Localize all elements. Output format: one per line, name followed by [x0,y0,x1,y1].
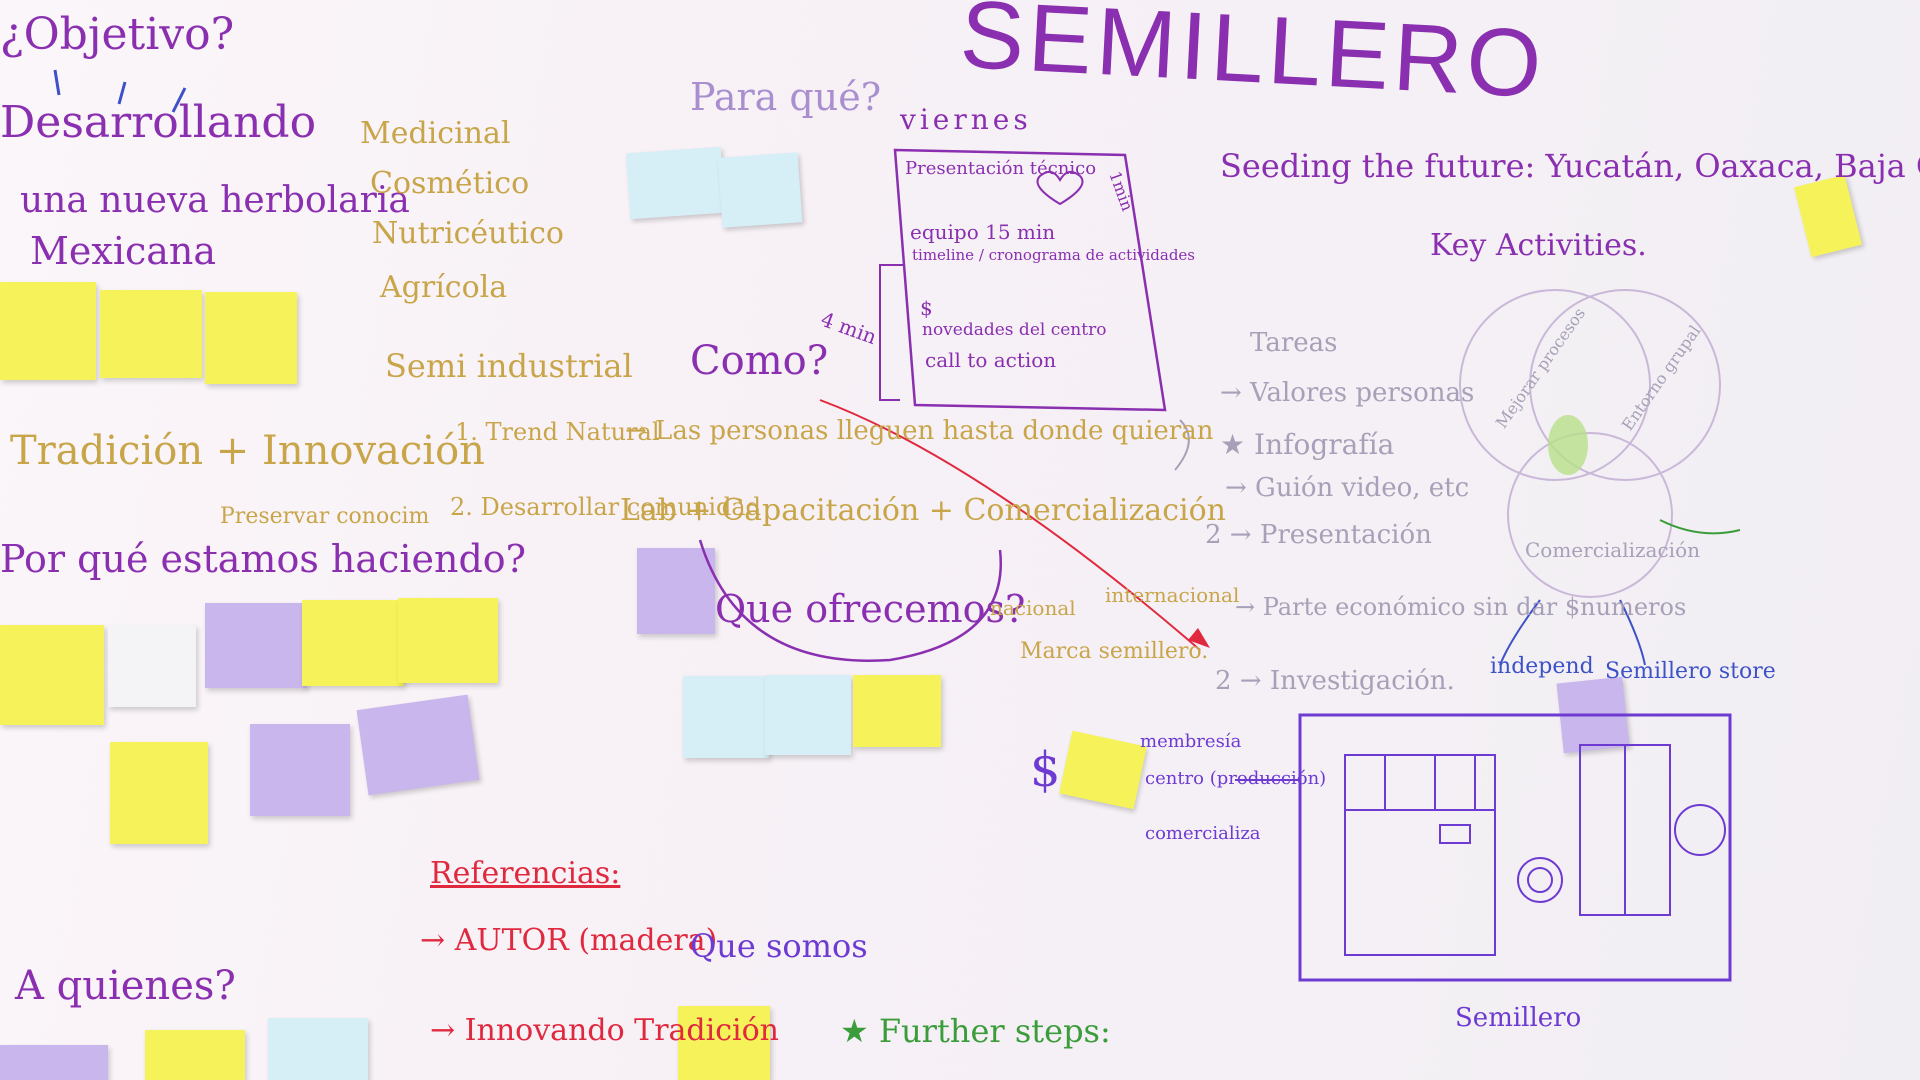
objetivo-heading: ¿Objetivo? [0,9,235,60]
tareas-heading: Tareas [1250,328,1338,358]
que-ofrecemos-heading: Que ofrecemos? [715,587,1026,631]
independ-text: independ [1490,654,1594,679]
sticky-note [268,1018,368,1080]
tarea-item: 2 → Investigación. [1215,666,1455,696]
mexicana-text: Mexicana [30,229,217,273]
internacional-text: internacional [1105,583,1240,607]
trend-text: 1. Trend Natural [455,418,660,446]
sticky-note [100,290,202,378]
a-quienes-heading: A quienes? [15,963,236,1009]
sticky-note [0,1045,108,1080]
sticky-note [250,724,350,816]
floorplan-label: Semillero [1455,1003,1582,1033]
viernes-heading: viernes [900,103,1032,136]
money-sign: $ [1030,742,1061,798]
referencia-item: → Innovando Tradición [430,1013,779,1048]
que-somos-text: Que somos [690,927,868,965]
por-que-heading: Por qué estamos haciendo? [0,537,527,581]
preservar-text: Preservar conocim [220,504,430,529]
herbolaria-text: una nueva herbolaria [20,180,410,221]
tarea-item: → Parte económico sin dar $numeros [1235,593,1687,621]
money-item: comercializa [1145,823,1261,844]
para-que-heading: Para qué? [690,75,882,119]
sticky-note [678,1006,770,1080]
sticky-note [108,625,196,707]
viernes-item: call to action [925,348,1057,372]
tarea-item: ★ Infografía [1220,428,1395,461]
como-heading: Como? [690,338,829,384]
viernes-item: novedades del centro [922,320,1107,340]
referencia-item: → AUTOR (madera) [420,923,718,958]
sticky-note [853,675,941,747]
seeding-text: Seeding the future: Yucatán, Oaxaca, Baj… [1220,147,1920,185]
sticky-note [0,625,104,725]
sticky-note [398,598,498,683]
sticky-note [637,548,715,634]
viernes-item: Presentación técnico [905,158,1097,179]
marca-text: Marca semillero. [1020,639,1209,664]
sticky-note [765,675,851,755]
viernes-item: timeline / cronograma de actividades [912,246,1196,264]
sticky-note [0,282,96,380]
sticky-note [145,1030,245,1080]
las-personas-text: → Las personas lleguen hasta donde quier… [625,416,1214,446]
tarea-item: 2 → Presentación [1205,520,1432,550]
sticky-note [302,600,404,686]
lab-text: Lab + Capacitación + Comercialización [620,493,1226,528]
use-item: Agrícola [380,270,508,305]
use-item: Nutricéutico [372,216,564,251]
use-item: Medicinal [360,116,511,151]
sticky-note [683,676,769,758]
sticky-note [110,742,208,844]
desarrollar-text: 2. Desarrollar comunidad [450,493,762,521]
referencias-heading: Referencias: [430,856,621,891]
tarea-item: → Valores personas [1220,378,1475,408]
sticky-note [205,603,307,688]
use-item: Cosmético [370,166,530,201]
desarrollando-text: Desarrollando [0,97,317,148]
nacional-text: nacional [990,596,1076,620]
further-steps-text: ★ Further steps: [840,1012,1111,1050]
viernes-item: equipo 15 min [910,220,1056,244]
tarea-item: → Guión video, etc [1225,473,1470,503]
sticky-note [205,292,297,384]
viernes-item: $ [920,296,933,320]
money-item: membresía [1140,731,1242,752]
store-text: Semillero store [1605,659,1776,684]
money-item: centro (producción) [1145,768,1327,789]
key-activities-text: Key Activities. [1430,228,1647,263]
use-item: Semi industrial [385,347,633,385]
tradicion-text: Tradición + Innovación [10,428,485,474]
venn-label: Comercialización [1525,538,1700,562]
